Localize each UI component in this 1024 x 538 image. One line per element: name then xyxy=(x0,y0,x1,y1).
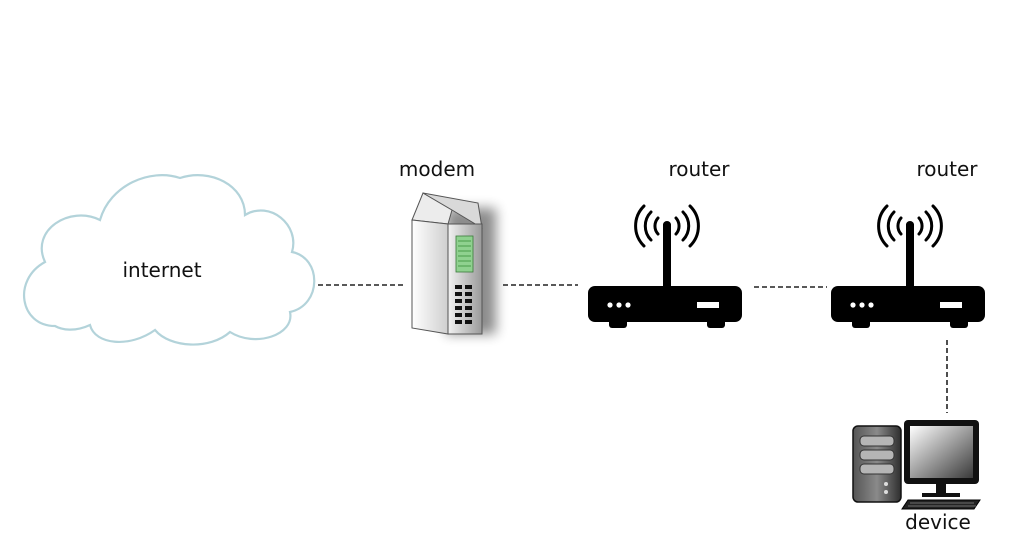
internet-label: internet xyxy=(122,258,202,282)
desktop-computer-icon xyxy=(852,420,981,510)
wireless-router-icon xyxy=(831,204,985,328)
router-label: router xyxy=(668,157,730,181)
modem-icon xyxy=(411,192,496,335)
device-label: device xyxy=(905,510,971,534)
wireless-router-icon xyxy=(588,204,742,328)
links xyxy=(318,284,948,413)
router-label: router xyxy=(916,157,978,181)
cloud-icon xyxy=(23,174,316,346)
modem-label: modem xyxy=(398,157,476,181)
